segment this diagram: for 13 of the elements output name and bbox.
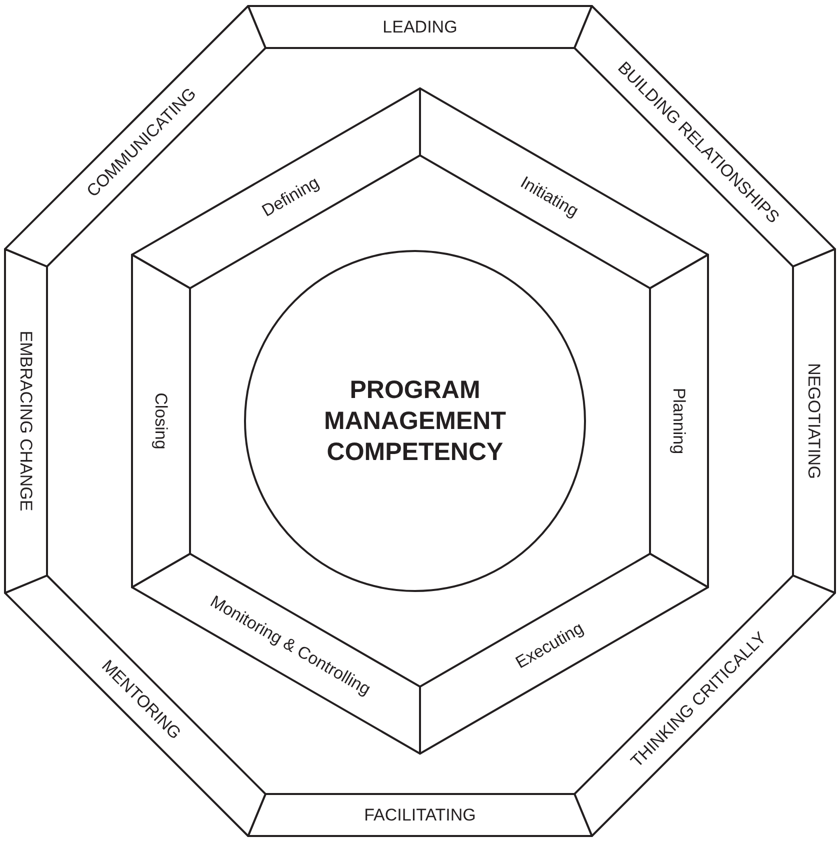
center-title: PROGRAM MANAGEMENT COMPETENCY — [323, 374, 507, 468]
segment-label: Planning — [670, 388, 688, 454]
segment-label: EMBRACING CHANGE — [16, 330, 36, 512]
segment-label: NEGOTIATING — [804, 363, 824, 479]
octagon-band-segment — [247, 793, 593, 837]
octagon-band-segment — [4, 248, 48, 594]
segment-label: Closing — [152, 392, 170, 450]
hexagon-band-segment — [131, 254, 191, 588]
center-circle — [244, 250, 586, 592]
segment-label: LEADING — [382, 18, 458, 36]
octagon-band-segment — [247, 5, 593, 49]
octagon-band-segment — [792, 248, 836, 594]
segment-label: FACILITATING — [364, 806, 476, 824]
